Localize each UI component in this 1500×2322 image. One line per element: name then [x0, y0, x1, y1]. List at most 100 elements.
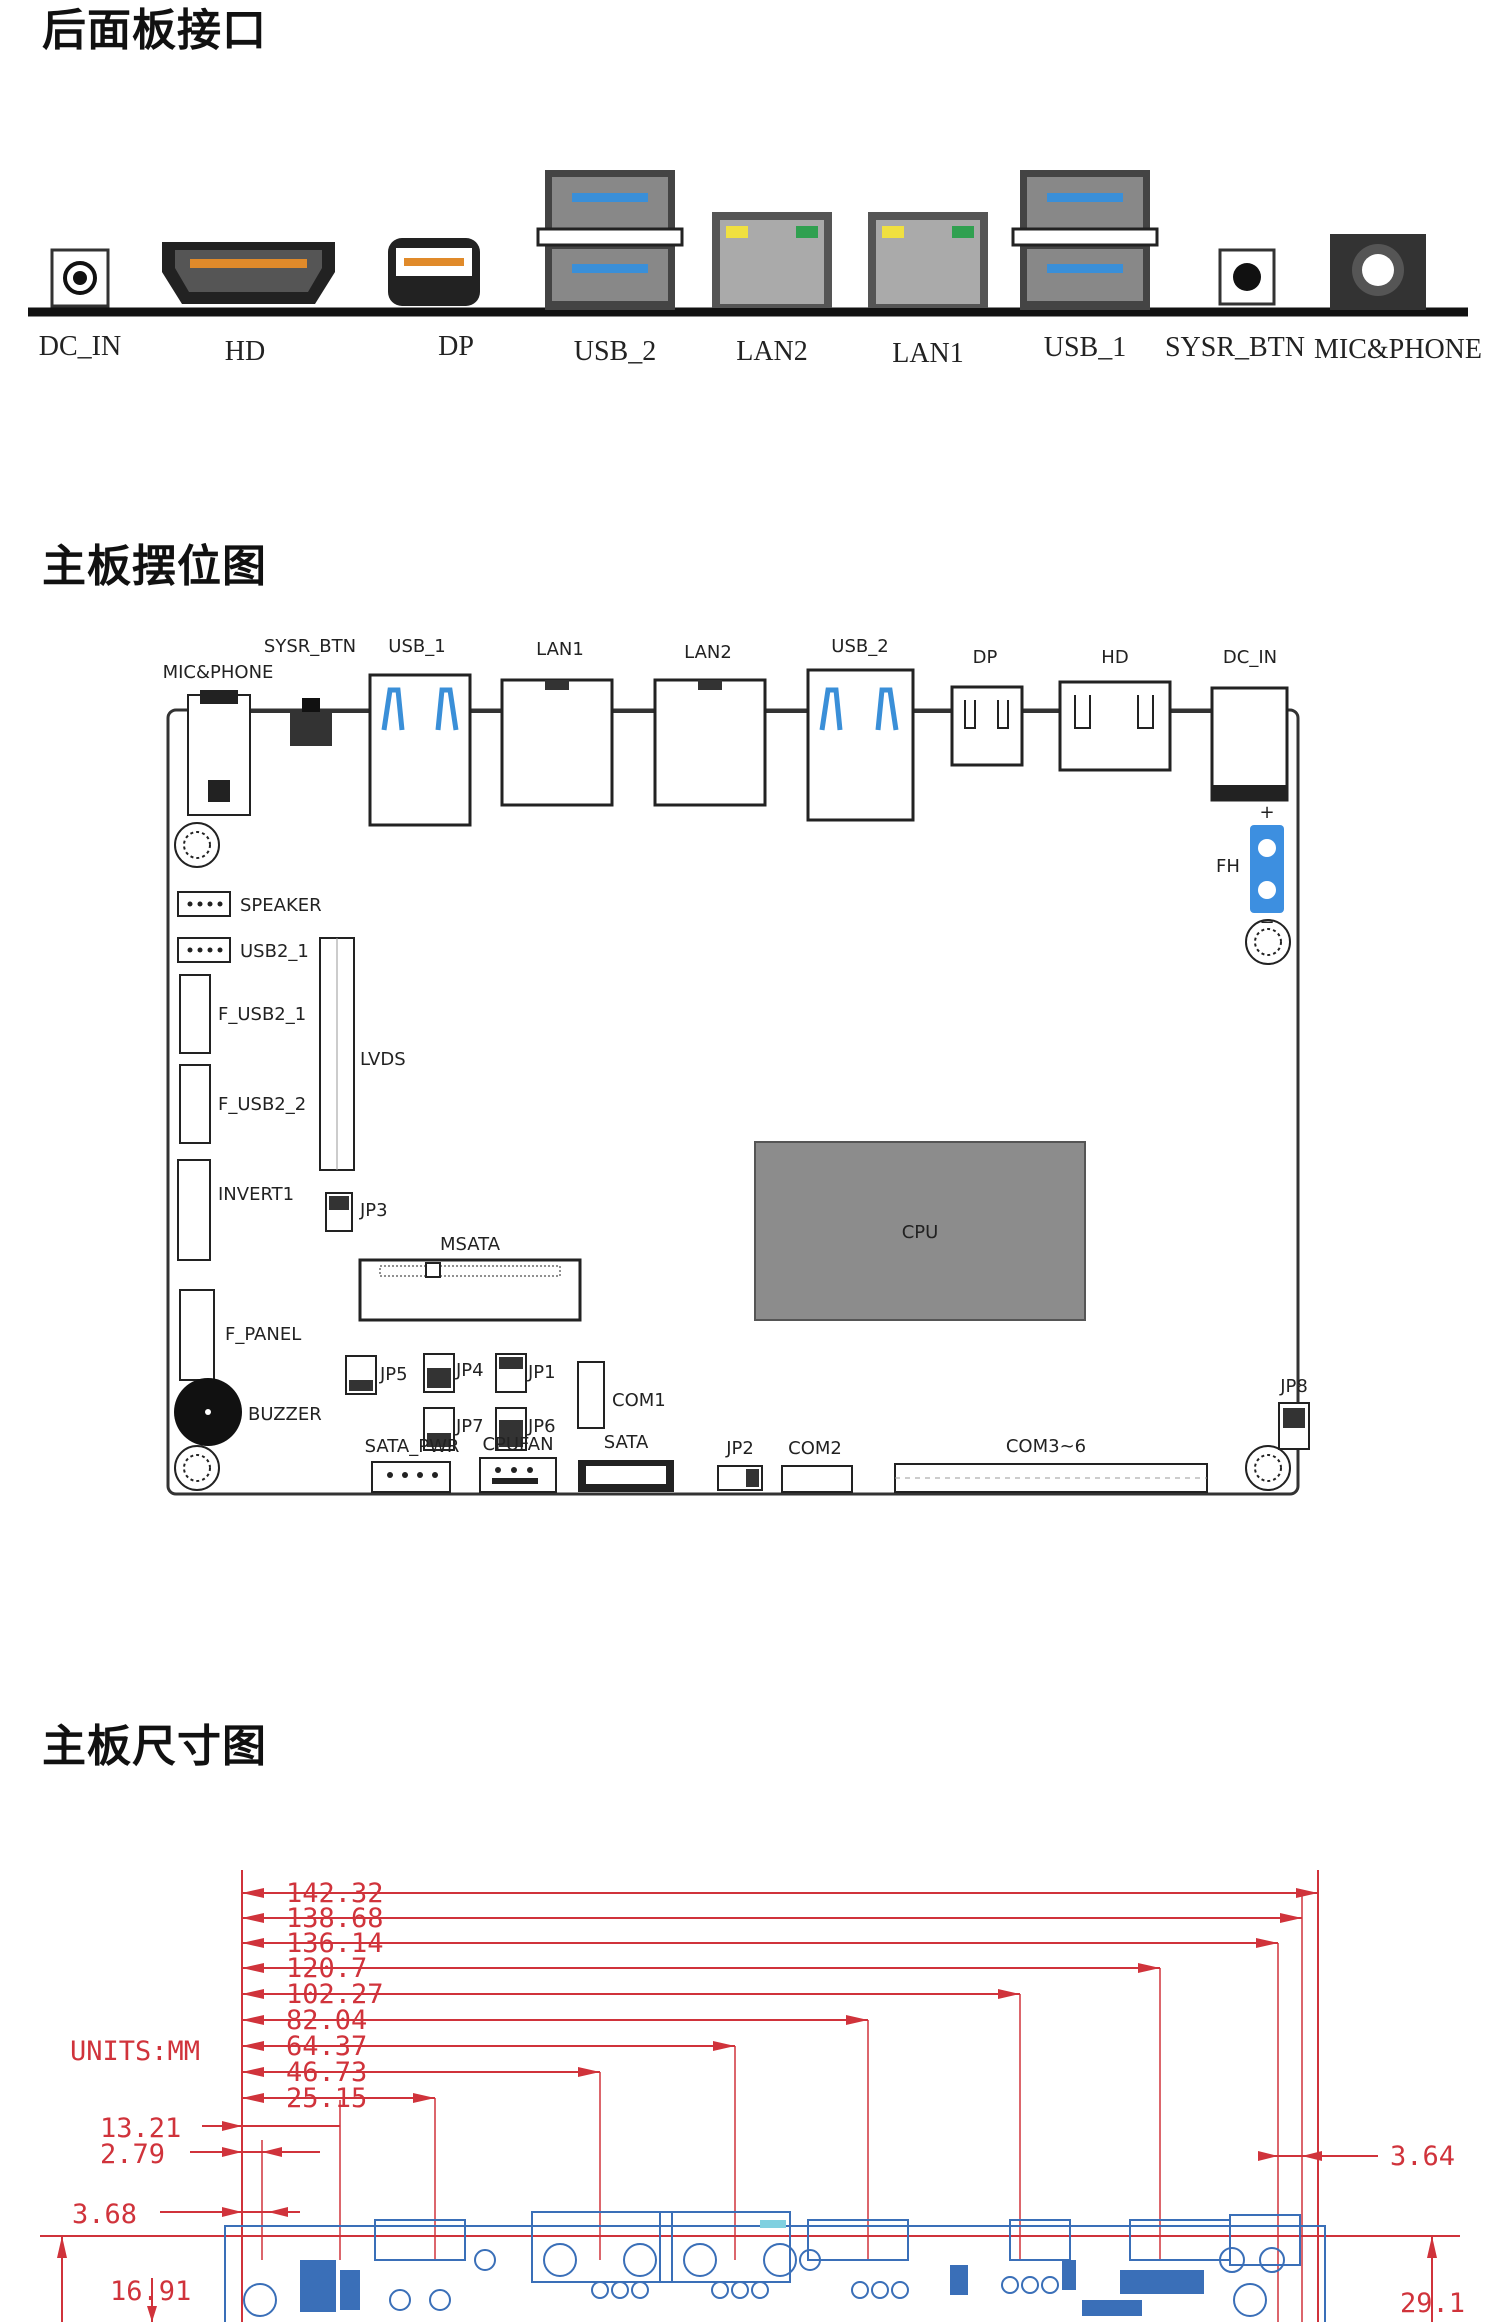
layout-label-jp2: JP2 — [725, 1438, 754, 1459]
units-label: UNITS:MM — [70, 2036, 200, 2067]
layout-label-com1: COM1 — [612, 1390, 666, 1411]
layout-label-jp1: JP1 — [527, 1362, 556, 1383]
layout-title: 主板摆位图 — [42, 541, 267, 592]
com3-6-header — [894, 1463, 1208, 1493]
layout-label-dc-in: DC_IN — [1223, 647, 1277, 668]
rear-label-dc-in: DC_IN — [39, 331, 121, 362]
dim-label-138-68: 138.68 — [286, 1903, 384, 1934]
layout-label-usb-1: USB_1 — [388, 636, 445, 657]
jp4-jumper — [423, 1353, 455, 1393]
lvds-header — [319, 937, 355, 1171]
layout-label-jp6: JP6 — [527, 1416, 556, 1437]
rear-label-hd: HD — [225, 336, 265, 367]
dc-in-port — [50, 248, 110, 308]
layout-label-usb-2: USB_2 — [831, 636, 888, 657]
layout-label-jp8: JP8 — [1279, 1376, 1308, 1397]
layout-label-jp4: JP4 — [455, 1360, 484, 1381]
board-chip-blocks — [300, 2220, 1204, 2316]
layout-label-msata: MSATA — [440, 1234, 501, 1255]
lan2-port — [712, 212, 832, 308]
dim-label-136-14: 136.14 — [286, 1928, 384, 1959]
dim-label-102-27: 102.27 — [286, 1979, 384, 2010]
layout-label-f-usb2-2: F_USB2_2 — [218, 1094, 306, 1115]
buzzer — [174, 1378, 242, 1446]
dim-line-13-21 — [202, 2100, 341, 2260]
dim-line-64-37 — [242, 2041, 736, 2260]
layout-label-f-usb2-1: F_USB2_1 — [218, 1004, 306, 1025]
lan1-port — [868, 212, 988, 308]
dimension-title: 主板尺寸图 — [42, 1721, 267, 1772]
sata-connector — [578, 1460, 674, 1492]
layout-label-lan2: LAN2 — [684, 642, 732, 663]
dim-line-29-1 — [1427, 2236, 1437, 2322]
cpufan-connector — [479, 1457, 557, 1493]
layout-label-fh-minus: − — [1259, 912, 1274, 933]
jp1-jumper — [495, 1353, 527, 1393]
layout-lan1 — [500, 678, 614, 807]
rear-label-lan1: LAN1 — [892, 338, 964, 369]
dim-label-142-32: 142.32 — [286, 1878, 384, 1909]
mount-hole-bottom-left — [174, 1445, 220, 1491]
dim-label-16-91: 16.91 — [110, 2276, 191, 2307]
dim-line-3-64 — [1258, 2151, 1378, 2161]
com2-header — [781, 1465, 853, 1493]
layout-hd — [1058, 680, 1172, 772]
layout-label-usb2-1: USB2_1 — [240, 941, 309, 962]
layout-label-com2: COM2 — [788, 1438, 842, 1459]
layout-label-cpufan: CPUFAN — [482, 1434, 553, 1455]
layout-label-sata: SATA — [604, 1432, 649, 1453]
layout-label-invert1: INVERT1 — [218, 1184, 294, 1205]
dim-label-3-64: 3.64 — [1390, 2141, 1455, 2172]
dimension-diagram: 142.32 138.68 136.14 120.7 102.27 82.04 … — [40, 1870, 1465, 2322]
f-usb2-1-header — [179, 974, 211, 1054]
dim-line-138-68 — [242, 1913, 1302, 1923]
sysr-btn — [1218, 248, 1276, 306]
mount-hole-top-left — [174, 822, 220, 868]
layout-label-lvds: LVDS — [360, 1049, 406, 1070]
jp3-jumper — [325, 1192, 353, 1232]
speaker-header — [177, 891, 231, 917]
layout-label-lan1: LAN1 — [536, 639, 584, 660]
layout-dp — [950, 685, 1024, 767]
usb2-1-header — [177, 937, 231, 963]
layout-label-fh: FH — [1216, 856, 1240, 877]
rear-label-usb-1: USB_1 — [1044, 332, 1126, 363]
rear-label-mic-phone: MIC&PHONE — [1314, 334, 1482, 365]
jp7-jumper — [423, 1407, 455, 1451]
layout-sysr-btn — [290, 698, 332, 746]
dim-line-142-32 — [242, 1888, 1318, 1898]
dim-tick-left — [147, 2278, 157, 2322]
layout-label-f-panel: F_PANEL — [225, 1324, 301, 1345]
layout-usb-2 — [806, 668, 915, 822]
hdmi-port — [162, 242, 335, 304]
jp2-jumper — [717, 1465, 763, 1491]
layout-label-fh-plus: + — [1259, 802, 1274, 823]
layout-label-sata-pwr: SATA_PWR — [365, 1436, 460, 1457]
dim-line-82-04 — [242, 2015, 869, 2260]
usb-2-port — [536, 170, 684, 310]
dim-line-2-79 — [190, 2140, 320, 2260]
dim-label-82-04: 82.04 — [286, 2005, 367, 2036]
layout-label-com3-6: COM3~6 — [1006, 1436, 1086, 1457]
fh-header — [1250, 825, 1284, 913]
layout-label-jp3: JP3 — [359, 1200, 388, 1221]
rear-label-dp: DP — [438, 331, 474, 362]
layout-label-cpu: CPU — [902, 1222, 939, 1243]
layout-label-buzzer: BUZZER — [248, 1404, 322, 1425]
sata-pwr-connector — [371, 1461, 451, 1493]
rear-panel-title: 后面板接口 — [42, 5, 267, 56]
dim-label-64-37: 64.37 — [286, 2031, 367, 2062]
usb-1-port — [1011, 170, 1159, 310]
dim-label-3-68: 3.68 — [72, 2199, 137, 2230]
rear-label-lan2: LAN2 — [736, 336, 808, 367]
layout-mic-phone — [187, 690, 251, 816]
dim-line-136-14 — [242, 1938, 1279, 2322]
layout-label-mic-phone: MIC&PHONE — [163, 662, 274, 683]
layout-label-speaker: SPEAKER — [240, 895, 322, 916]
layout-usb-1 — [368, 673, 472, 827]
dim-label-120-7: 120.7 — [286, 1953, 367, 1984]
dp-port — [388, 238, 480, 306]
jp6-jumper — [495, 1407, 527, 1451]
invert1-header — [177, 1159, 211, 1261]
f-panel-header — [179, 1289, 215, 1381]
